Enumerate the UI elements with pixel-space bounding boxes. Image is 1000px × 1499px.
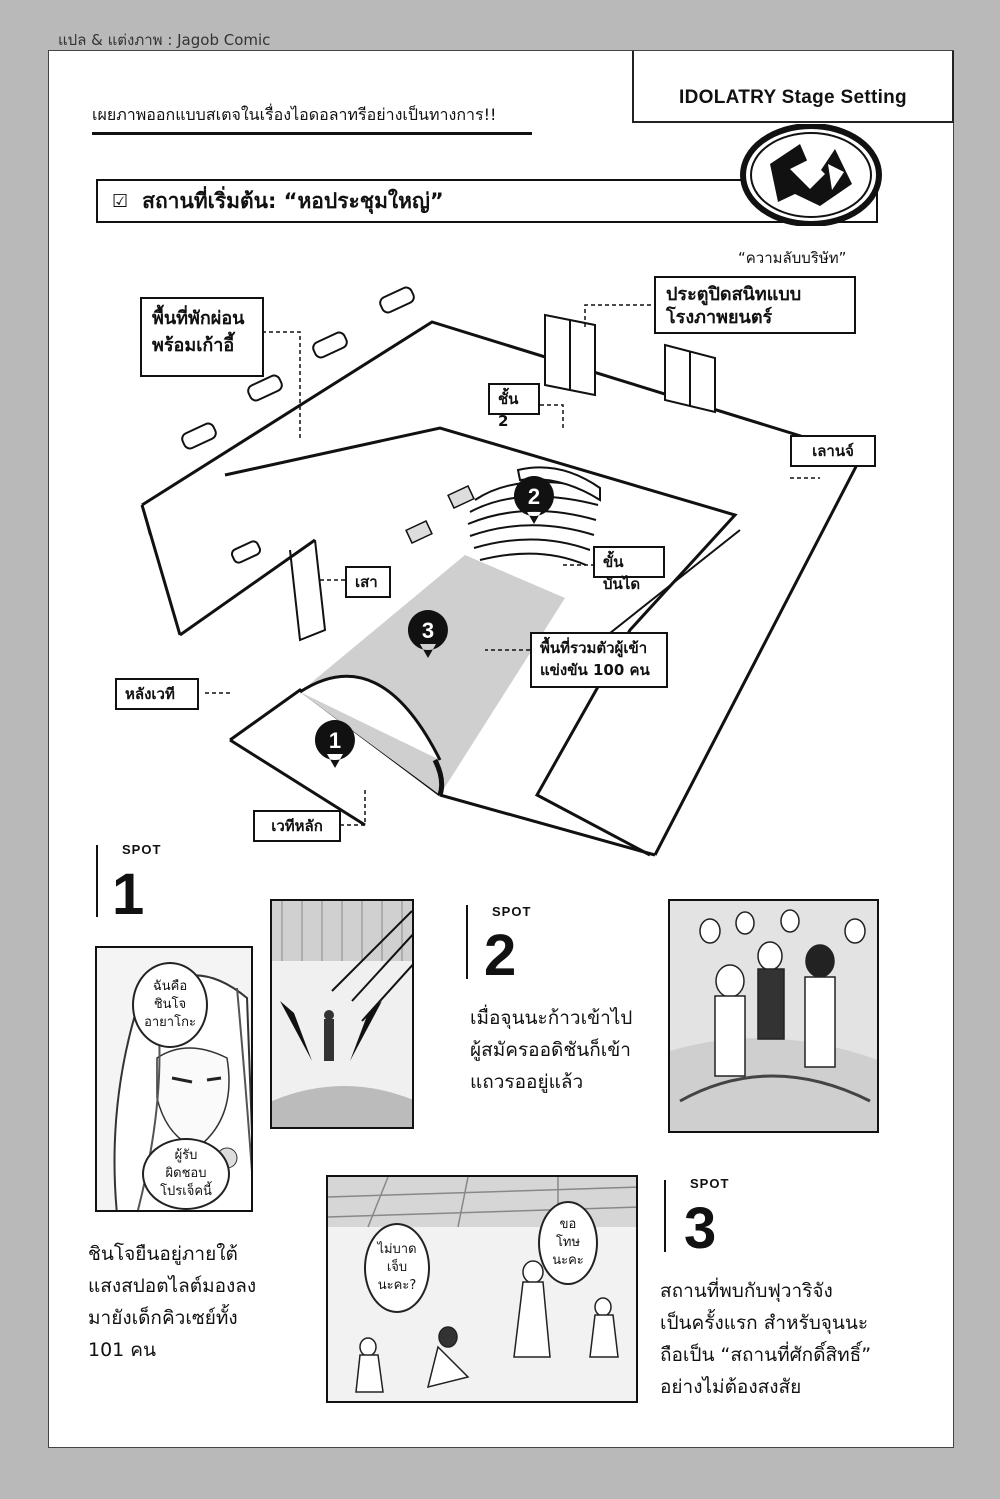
label-pillar: เสา <box>345 566 391 598</box>
spot-2-description: เมื่อจุนนะก้าวเข้าไป ผู้สมัครออดิชันก็เข… <box>470 1007 633 1093</box>
first-meeting-art <box>328 1177 636 1393</box>
header-tab: IDOLATRY Stage Setting <box>632 51 954 123</box>
contestants-crowd-art <box>670 901 877 1131</box>
svg-text:2: 2 <box>528 484 540 509</box>
location-title-box: ☑ สถานที่เริ่มต้น: “หอประชุมใหญ่” <box>96 179 878 223</box>
spot-1-panel-portrait: ฉันคือ ชินโจ อายาโกะ ผู้รับ ผิดชอบ โปรเจ… <box>95 946 253 1212</box>
map-marker-1: 1 <box>314 720 355 768</box>
label-main-stage: เวทีหลัก <box>253 810 341 842</box>
spot-1-panel-stage <box>270 899 414 1129</box>
svg-text:3: 3 <box>422 618 434 643</box>
map-marker-3: 3 <box>407 610 448 658</box>
spot-3-tag: SPOT <box>690 1176 730 1191</box>
spot-2-number: 2 <box>484 923 517 988</box>
spot-2-panel-crowd <box>668 899 879 1133</box>
label-lounge-seats: พื้นที่พักผ่อน พร้อมเก้าอี้ <box>140 297 264 377</box>
translator-credit: แปล & แต่งภาพ : Jagob Comic <box>58 31 271 49</box>
location-title: สถานที่เริ่มต้น: “หอประชุมใหญ่” <box>142 188 444 213</box>
spot-3-number: 3 <box>684 1196 717 1261</box>
spot-1-bar <box>96 845 98 917</box>
speech-bubble-sorry: ขอ โทษ นะคะ <box>538 1201 598 1285</box>
speech-bubble-shinjo-role: ผู้รับ ผิดชอบ โปรเจ็คนี้ <box>142 1138 230 1210</box>
speech-bubble-are-you-hurt: ไม่บาด เจ็บ นะคะ? <box>364 1223 430 1313</box>
label-theater-doors: ประตูปิดสนิทแบบ โรงภาพยนตร์ <box>654 276 856 334</box>
intro-headline: เผยภาพออกแบบสเตจในเรื่องไอดอลาทรีอย่างเป… <box>92 103 532 135</box>
svg-text:1: 1 <box>329 728 341 753</box>
checkbox-checked-icon: ☑ <box>112 190 129 212</box>
label-lounge: เลานจ์ <box>790 435 876 467</box>
label-backstage: หลังเวที <box>115 678 199 710</box>
label-gathering-area: พื้นที่รวมตัวผู้เข้า แข่งขัน 100 คน <box>530 632 668 688</box>
spot-3-description: สถานที่พบกับฟุวาริจัง เป็นครั้งแรก สำหรั… <box>660 1280 872 1398</box>
spot-2-bar <box>466 905 468 979</box>
spot-2-tag: SPOT <box>492 904 532 919</box>
speech-bubble-shinjo-intro: ฉันคือ ชินโจ อายาโกะ <box>132 962 208 1048</box>
stamp-caption: “ความลับบริษัท” <box>738 249 847 267</box>
hall-floor-map <box>140 286 865 857</box>
map-marker-2: 2 <box>513 476 554 524</box>
label-stairs: ขั้นบันได <box>593 546 665 593</box>
label-floor-2: ชั้น 2 <box>488 383 540 430</box>
stage-spotlight-art <box>272 901 412 1127</box>
secret-stamp-logo <box>740 124 882 226</box>
spot-1-description: ชินโจยืนอยู่ภายใต้ แสงสปอตไลต์มองลง มายั… <box>88 1243 257 1361</box>
spot-1-number: 1 <box>112 862 145 927</box>
spot-3-bar <box>664 1180 666 1252</box>
spot-3-panel-encounter: ไม่บาด เจ็บ นะคะ? ขอ โทษ นะคะ <box>326 1175 638 1403</box>
spot-1-tag: SPOT <box>122 842 162 857</box>
